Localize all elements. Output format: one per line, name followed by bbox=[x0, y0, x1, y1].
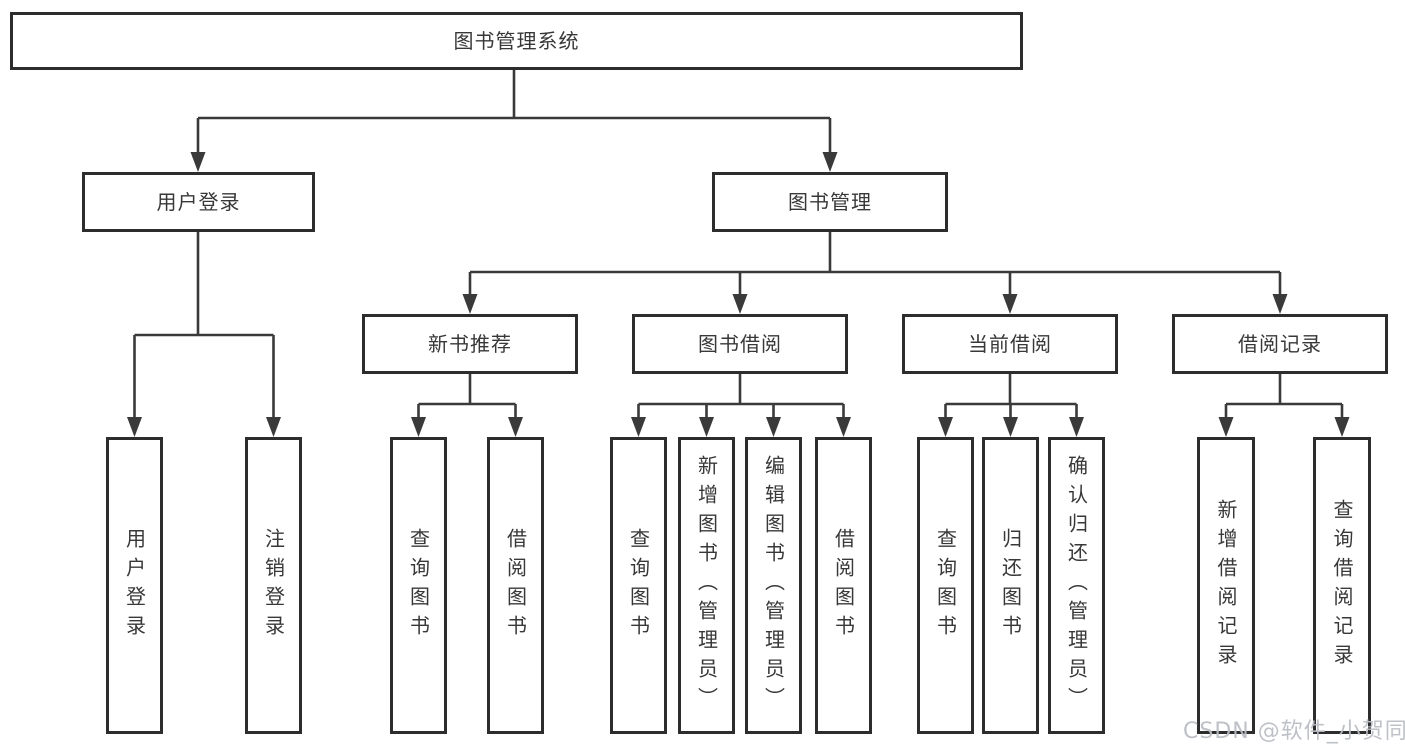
node-label: 新增图书（管理员） bbox=[694, 455, 719, 716]
node-label: 用户登录 bbox=[156, 190, 241, 214]
node-borrowing-edit-books: 编辑图书（管理员） bbox=[745, 437, 802, 734]
connector-root-to-level2 bbox=[196, 70, 832, 155]
node-label: 查询图书 bbox=[406, 527, 431, 644]
node-borrowing-add-books: 新增图书（管理员） bbox=[678, 437, 735, 734]
node-label: 图书管理 bbox=[788, 190, 872, 214]
node-new-book-recommend: 新书推荐 bbox=[362, 314, 578, 374]
node-label: 借阅图书 bbox=[831, 527, 856, 644]
node-recommend-query-books: 查询图书 bbox=[390, 437, 447, 734]
node-label: 新增借阅记录 bbox=[1214, 498, 1238, 673]
node-borrowing-query-books: 查询图书 bbox=[610, 437, 667, 734]
connector-borrowing-to-leaves bbox=[637, 374, 845, 420]
arrowheads bbox=[127, 152, 1350, 437]
connector-book-management-to-level3 bbox=[468, 232, 1282, 297]
node-borrowing-borrow-books: 借阅图书 bbox=[815, 437, 872, 734]
node-label: 图书借阅 bbox=[698, 332, 782, 356]
node-current-confirm-return: 确认归还（管理员） bbox=[1048, 437, 1105, 734]
node-label: 新书推荐 bbox=[428, 332, 512, 356]
csdn-watermark: CSDN @软件_小贺同学 bbox=[1183, 719, 1405, 744]
node-book-borrowing: 图书借阅 bbox=[632, 314, 848, 374]
connector-recommend-to-leaves bbox=[417, 374, 517, 420]
node-records-query-record: 查询借阅记录 bbox=[1313, 437, 1371, 734]
node-current-return-books: 归还图书 bbox=[982, 437, 1039, 734]
node-current-query-books: 查询图书 bbox=[917, 437, 974, 734]
connector-records-to-leaves bbox=[1224, 374, 1344, 420]
node-library-management-system: 图书管理系统 bbox=[10, 12, 1023, 70]
node-book-management: 图书管理 bbox=[712, 172, 948, 232]
node-current-borrowing: 当前借阅 bbox=[902, 314, 1118, 374]
node-recommend-borrow-books: 借阅图书 bbox=[487, 437, 544, 734]
node-label: 查询图书 bbox=[626, 527, 651, 644]
node-records-add-record: 新增借阅记录 bbox=[1197, 437, 1255, 734]
node-leaf-user-login: 用户登录 bbox=[106, 437, 163, 734]
node-label: 当前借阅 bbox=[968, 332, 1052, 356]
node-leaf-logout-login: 注销登录 bbox=[245, 437, 302, 734]
node-label: 查询借阅记录 bbox=[1330, 498, 1354, 673]
node-label: 用户登录 bbox=[122, 527, 147, 644]
node-borrowing-records: 借阅记录 bbox=[1172, 314, 1388, 374]
node-label: 借阅图书 bbox=[503, 527, 528, 644]
node-label: 编辑图书（管理员） bbox=[761, 455, 786, 716]
node-label: 注销登录 bbox=[261, 527, 286, 644]
node-label: 归还图书 bbox=[998, 527, 1023, 644]
node-user-login: 用户登录 bbox=[82, 172, 315, 232]
node-label: 查询图书 bbox=[933, 527, 958, 644]
node-label: 借阅记录 bbox=[1238, 332, 1322, 356]
connector-user-login-to-leaves bbox=[133, 232, 275, 420]
connector-current-to-leaves bbox=[944, 374, 1078, 420]
node-label: 图书管理系统 bbox=[453, 29, 580, 53]
node-label: 确认归还（管理员） bbox=[1064, 455, 1089, 716]
